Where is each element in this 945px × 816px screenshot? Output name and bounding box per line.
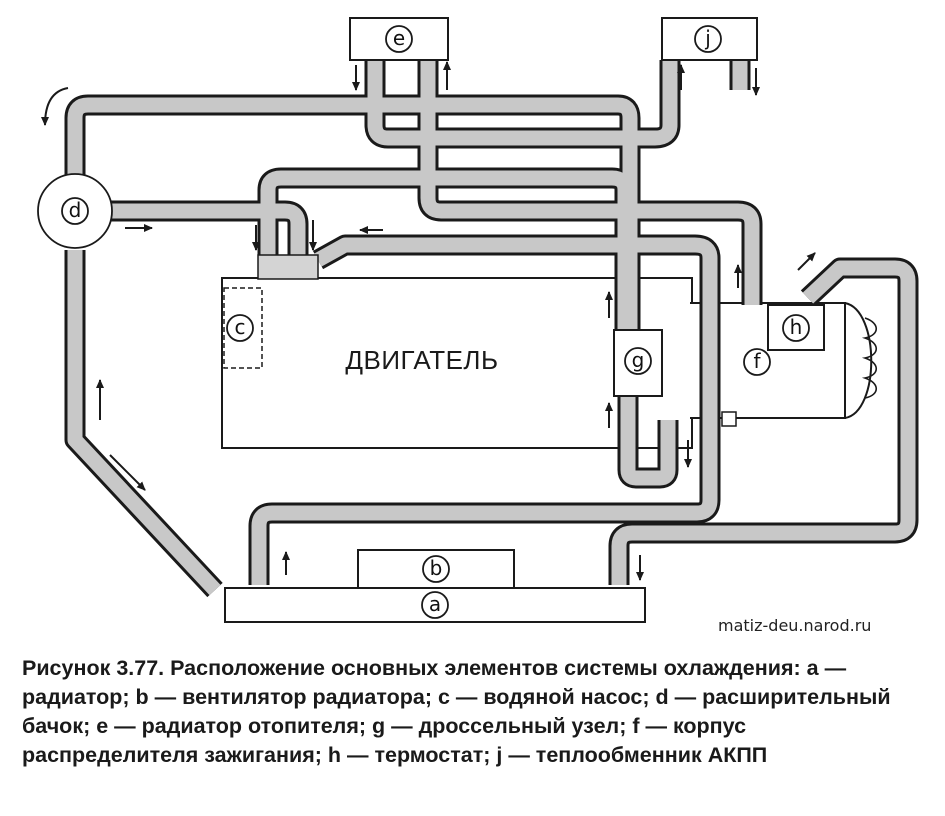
expansion-tank: d (37, 173, 113, 249)
throttle-body: g (613, 329, 663, 397)
label-c: c (235, 315, 246, 339)
label-c-circle (226, 314, 254, 342)
at-heat-exchanger: j (661, 17, 758, 61)
radiator: a (224, 587, 646, 623)
arrow-thermo-diag (797, 252, 816, 271)
label-h: h (790, 315, 803, 339)
heater-radiator: e (349, 17, 449, 61)
label-g: g (632, 348, 645, 372)
label-e: e (393, 26, 405, 50)
label-b-circle (422, 555, 450, 583)
label-a-circle (421, 591, 449, 619)
arrow-d-top (41, 87, 69, 126)
flow-arrows (41, 61, 816, 581)
engine-label: ДВИГАТЕЛЬ (345, 345, 498, 375)
label-f-circle (743, 348, 771, 376)
figure-caption: Рисунок 3.77. Расположение основных элем… (22, 656, 891, 767)
source-watermark: matiz-deu.narod.ru (718, 616, 872, 635)
thermostat: h (767, 304, 825, 351)
water-pump-outline (223, 287, 263, 369)
radiator-fan: b (357, 549, 515, 589)
pipes-fill (67, 60, 916, 596)
label-b: b (430, 556, 443, 580)
arrow-left-diag (109, 454, 146, 491)
label-f: f (753, 349, 761, 373)
label-j: j (704, 26, 711, 50)
label-d: d (69, 198, 82, 222)
label-a: a (429, 592, 441, 616)
cooling-system-diagram: ДВИГАТЕЛЬ (37, 17, 919, 623)
engine-outlet-fitting (257, 254, 319, 280)
